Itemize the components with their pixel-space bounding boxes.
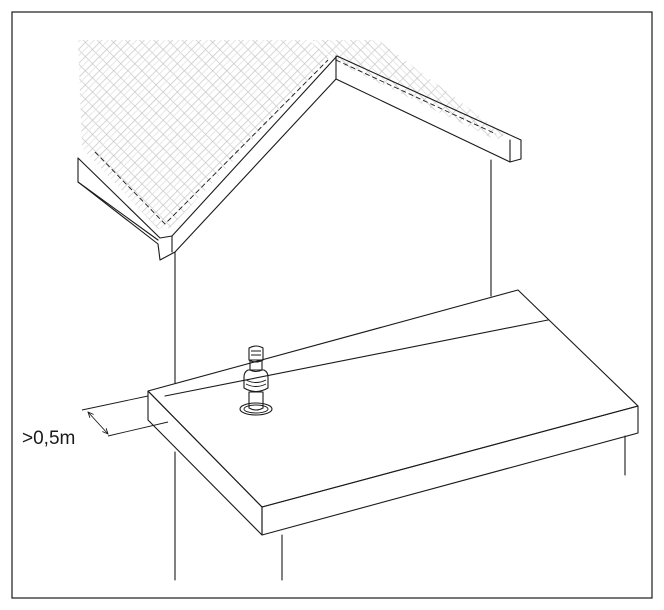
- roof-flue-terminal-icon: [239, 345, 273, 416]
- dimension-arrow-icon: [88, 412, 108, 434]
- roof-tiles-right: [312, 40, 505, 140]
- roof-tiles-left: [78, 40, 330, 229]
- roof-dash-right: [335, 59, 497, 135]
- roof-parapet-line: [164, 319, 549, 397]
- fascia-inner-line: [77, 55, 511, 253]
- dimension-extension-bottom: [107, 421, 169, 437]
- clearance-label: >0,5m: [22, 428, 75, 449]
- dimension-extension-top: [81, 395, 149, 411]
- flat-roof-side-edge: [147, 390, 263, 536]
- roof-dash-left: [94, 59, 329, 225]
